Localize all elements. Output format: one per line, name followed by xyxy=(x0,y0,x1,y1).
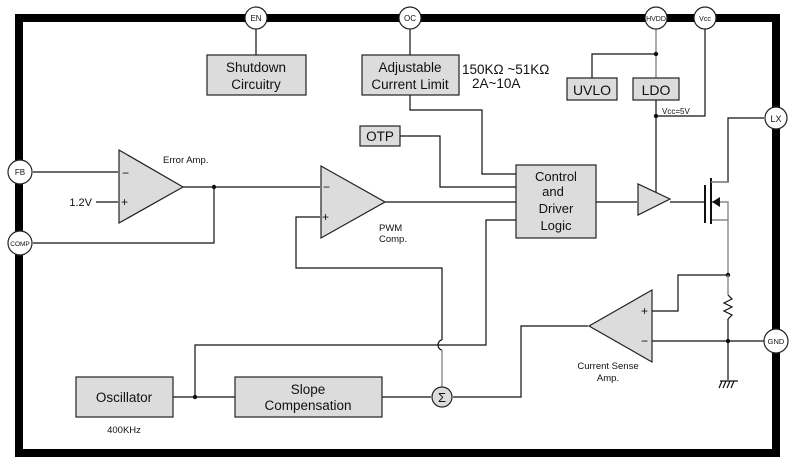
uvlo-label: UVLO xyxy=(573,82,611,98)
uvlo-block: UVLO xyxy=(566,77,618,101)
sigma-icon: Σ xyxy=(438,390,446,405)
svg-text:LX: LX xyxy=(770,114,781,124)
oscillator-frequency: 400KHz xyxy=(107,425,141,436)
wire-cs-plus xyxy=(652,274,728,312)
minus-sign: − xyxy=(122,166,129,180)
control-logic-block: Control and Driver Logic xyxy=(515,164,597,239)
plus-sign: + xyxy=(121,195,128,209)
svg-text:COMP: COMP xyxy=(10,241,30,248)
wire-vcc-junction xyxy=(656,28,706,117)
otp-label: OTP xyxy=(366,129,394,144)
svg-text:EN: EN xyxy=(250,14,261,23)
ldo-label: LDO xyxy=(642,82,671,98)
junction-dot xyxy=(192,394,198,400)
pin-oc: OC xyxy=(398,6,422,30)
pwm-comp-label: PWM xyxy=(379,223,402,234)
svg-text:OC: OC xyxy=(404,14,416,23)
junction-dot xyxy=(653,51,659,57)
plus-sign: + xyxy=(322,210,329,224)
pwm-comp-label: Comp. xyxy=(379,234,407,245)
pin-vcc: Vcc xyxy=(693,6,717,30)
current-sense-label: Current Sense xyxy=(577,361,638,372)
summing-node: Σ xyxy=(431,386,453,408)
control-label: Logic xyxy=(540,218,572,233)
ldo-block: LDO xyxy=(632,77,680,101)
wire-hvdd-uvlo xyxy=(591,53,656,78)
pin-en: EN xyxy=(244,6,268,30)
wire-osc-control xyxy=(194,219,516,397)
current-limit-label: Current Limit xyxy=(371,77,449,92)
slope-label: Compensation xyxy=(264,398,351,413)
wire-currentlimit-control xyxy=(409,95,516,175)
shutdown-label: Shutdown xyxy=(226,60,286,75)
pin-fb: FB xyxy=(7,159,33,185)
slope-compensation-block: Slope Compensation xyxy=(234,376,383,418)
error-amplifier: − + xyxy=(118,148,185,225)
pin-hvdd: HVDD xyxy=(644,6,668,30)
control-label: Control xyxy=(535,169,577,184)
slope-label: Slope xyxy=(291,382,326,397)
ground-icon xyxy=(718,380,738,389)
vcc-5v-label: Vcc=5V xyxy=(662,107,690,116)
pin-gnd: GND xyxy=(763,328,789,354)
gate-driver xyxy=(637,183,672,216)
wire-cs-sum xyxy=(453,325,588,398)
power-mosfet-icon xyxy=(704,178,728,224)
shutdown-label: Circuitry xyxy=(231,77,281,92)
current-limit-label: Adjustable xyxy=(378,60,441,75)
shutdown-block: Shutdown Circuitry xyxy=(206,54,307,96)
svg-text:FB: FB xyxy=(15,168,25,177)
reference-voltage-label: 1.2V xyxy=(69,197,92,209)
pwm-comparator: − + xyxy=(320,164,387,240)
svg-text:Vcc: Vcc xyxy=(699,16,711,23)
oscillator-label: Oscillator xyxy=(96,390,153,405)
wire-comp-junction xyxy=(33,187,215,244)
control-label: Driver xyxy=(539,201,574,216)
minus-sign: − xyxy=(323,180,330,194)
wire-lx-drain xyxy=(712,117,764,183)
otp-block: OTP xyxy=(359,125,401,147)
svg-text:HVDD: HVDD xyxy=(646,16,666,23)
wire-sum-pwm xyxy=(295,216,443,340)
wire-otp-control xyxy=(400,135,516,188)
current-sense-amplifier: + − xyxy=(587,288,653,364)
wires xyxy=(33,28,764,400)
pin-lx: LX xyxy=(764,106,788,130)
current-limit-resistor-range: 150KΩ ~51KΩ xyxy=(462,62,549,77)
minus-sign: − xyxy=(641,334,648,348)
svg-text:GND: GND xyxy=(768,337,785,346)
control-label: and xyxy=(542,184,564,199)
sense-resistor xyxy=(722,294,734,320)
current-limit-block: Adjustable Current Limit xyxy=(361,54,460,96)
current-sense-label: Amp. xyxy=(597,373,619,384)
plus-sign: + xyxy=(641,304,648,318)
pin-comp: COMP xyxy=(7,230,33,256)
oscillator-block: Oscillator xyxy=(75,376,174,418)
error-amp-label: Error Amp. xyxy=(163,155,208,166)
current-limit-current-range: 2A~10A xyxy=(472,76,520,91)
